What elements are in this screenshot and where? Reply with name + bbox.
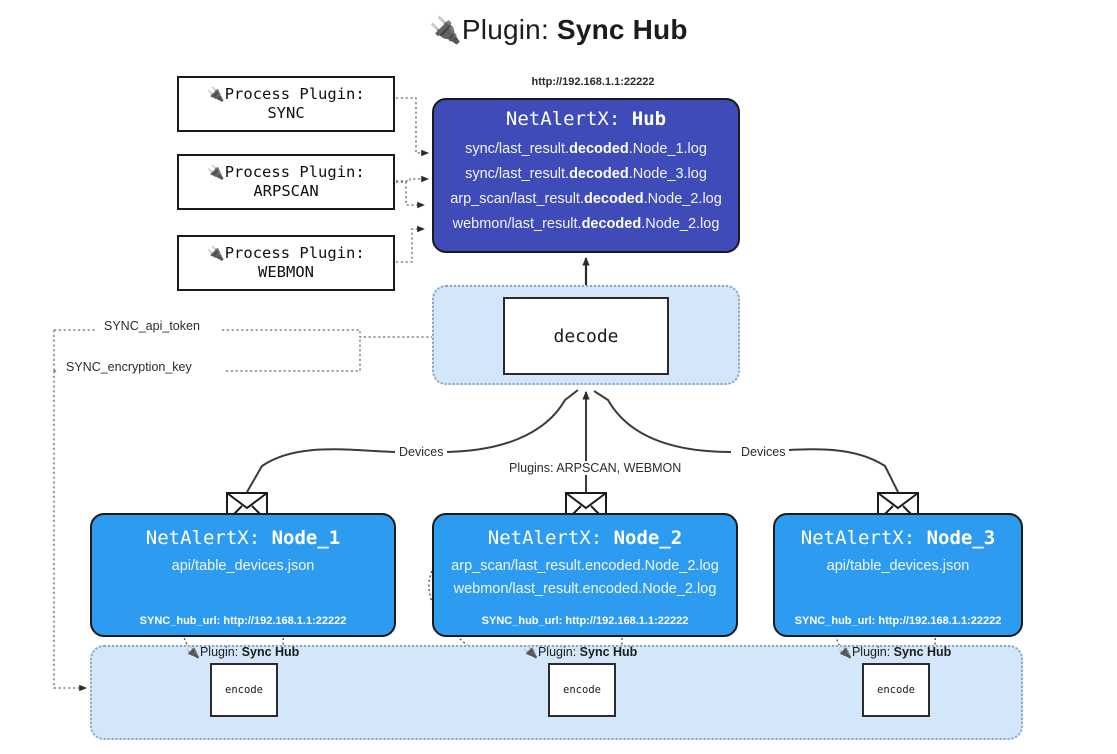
node-hub-url-label: SYNC_hub_url: [139, 615, 221, 627]
edge-label-api-token: SYNC_api_token [100, 319, 204, 333]
page-title-label: Plugin: [461, 14, 549, 45]
process-plugin-name: ARPSCAN [253, 182, 319, 201]
node-box-node-1[interactable]: NetAlertX: Node_1 api/table_devices.json… [90, 513, 396, 637]
process-plugin-header: 🔌Process Plugin: [207, 244, 364, 263]
hub-log-line: webmon/last_result.decoded.Node_2.log [453, 212, 720, 237]
node-title-name: Node_2 [613, 527, 683, 549]
node-hub-url-value: http://192.168.1.1:22222 [565, 615, 689, 627]
process-plugin-box-sync[interactable]: 🔌Process Plugin: SYNC [177, 76, 395, 132]
hub-log-mid: decoded [569, 165, 629, 182]
hub-log-line: arp_scan/last_result.decoded.Node_2.log [450, 187, 722, 212]
process-plugin-header: 🔌Process Plugin: [207, 85, 364, 104]
page-title-value: Sync Hub [556, 14, 688, 45]
edge-label-devices-right: Devices [737, 445, 790, 459]
plug-icon: 🔌 [429, 15, 462, 45]
page-title: 🔌Plugin: Sync Hub [0, 14, 1117, 46]
hub-log-mid: decoded [581, 215, 642, 232]
hub-log-post: .Node_2.log [643, 190, 722, 207]
edge-label-plugins: Plugins: ARPSCAN, WEBMON [505, 461, 686, 475]
hub-log-post: .Node_3.log [628, 165, 707, 182]
node-box-node-2[interactable]: NetAlertX: Node_2 arp_scan/last_result.e… [432, 513, 738, 637]
process-plugin-name: SYNC [267, 104, 305, 123]
hub-log-post: .Node_1.log [628, 141, 707, 157]
node-resource-line: api/table_devices.json [171, 558, 315, 574]
hub-title-name: Hub [631, 108, 667, 130]
encoder-plugin-label: 🔌Plugin: Sync Hub [523, 645, 637, 659]
plug-icon: 🔌 [185, 645, 200, 659]
encode-box[interactable]: encode [548, 663, 616, 717]
process-plugin-box-arpscan[interactable]: 🔌Process Plugin: ARPSCAN [177, 154, 395, 210]
node-box-node-3[interactable]: NetAlertX: Node_3 api/table_devices.json… [773, 513, 1023, 637]
node-title-prefix: NetAlertX: [487, 527, 603, 549]
node-hub-url: SYNC_hub_url: http://192.168.1.1:22222 [92, 615, 394, 627]
node-title-prefix: NetAlertX: [145, 527, 261, 549]
process-plugin-label: Process Plugin: [224, 85, 365, 103]
node-resource-line: arp_scan/last_result.encoded.Node_2.log [451, 558, 719, 574]
process-plugin-box-webmon[interactable]: 🔌Process Plugin: WEBMON [177, 235, 395, 291]
hub-log-pre: arp_scan/last_result. [450, 190, 584, 207]
plug-icon: 🔌 [207, 165, 225, 181]
node-hub-url-value: http://192.168.1.1:22222 [223, 615, 347, 627]
hub-log-pre: sync/last_result. [465, 165, 570, 182]
node-hub-url-value: http://192.168.1.1:22222 [878, 615, 1002, 627]
edge-label-encryption-key: SYNC_encryption_key [62, 360, 196, 374]
hub-log-mid: decoded [583, 190, 644, 207]
process-plugin-header: 🔌Process Plugin: [207, 163, 364, 182]
hub-log-pre: sync/last_result. [465, 141, 570, 157]
process-plugin-label: Process Plugin: [224, 244, 365, 262]
hub-log-mid: decoded [569, 141, 629, 157]
process-plugin-label: Process Plugin: [224, 163, 365, 181]
hub-title-prefix: NetAlertX: [505, 108, 621, 130]
node-resource-line: webmon/last_result.encoded.Node_2.log [453, 581, 717, 598]
encoder-plugin-label-text: Plugin: [851, 645, 891, 659]
hub-log-line: sync/last_result.decoded.Node_3.log [465, 162, 707, 187]
decode-box[interactable]: decode [503, 297, 669, 375]
plug-icon: 🔌 [523, 645, 538, 659]
node-title: NetAlertX: Node_2 [488, 527, 682, 549]
process-plugin-name: WEBMON [258, 263, 314, 282]
node-title-prefix: NetAlertX: [800, 527, 916, 549]
encoder-plugin-label: 🔌Plugin: Sync Hub [185, 645, 299, 659]
node-hub-url-label: SYNC_hub_url: [481, 615, 563, 627]
encode-box[interactable]: encode [210, 663, 278, 717]
encoder-plugin-value: Sync Hub [241, 645, 300, 659]
node-title: NetAlertX: Node_1 [146, 527, 340, 549]
hub-url-label: http://192.168.1.1:22222 [531, 76, 655, 88]
node-title-name: Node_1 [271, 527, 341, 549]
hub-title: NetAlertX: Hub [506, 108, 666, 130]
hub-box[interactable]: NetAlertX: Hub sync/last_result.decoded.… [432, 98, 740, 253]
plug-icon: 🔌 [207, 246, 225, 262]
encoder-plugin-label-text: Plugin: [199, 645, 239, 659]
plug-icon: 🔌 [837, 645, 852, 659]
encoder-plugin-value: Sync Hub [579, 645, 638, 659]
node-resource-line: api/table_devices.json [826, 558, 970, 574]
hub-log-pre: webmon/last_result. [452, 215, 582, 232]
node-hub-url-label: SYNC_hub_url: [794, 615, 876, 627]
node-title-name: Node_3 [926, 527, 996, 549]
node-hub-url: SYNC_hub_url: http://192.168.1.1:22222 [775, 615, 1021, 627]
edge-label-devices-left: Devices [395, 445, 448, 459]
hub-log-post: .Node_2.log [641, 215, 720, 232]
node-title: NetAlertX: Node_3 [801, 527, 995, 549]
hub-log-line: sync/last_result.decoded.Node_1.log [465, 137, 707, 162]
encoder-plugin-label-text: Plugin: [537, 645, 577, 659]
encoder-plugin-label: 🔌Plugin: Sync Hub [837, 645, 951, 659]
encoder-plugin-value: Sync Hub [893, 645, 952, 659]
encode-box[interactable]: encode [862, 663, 930, 717]
plug-icon: 🔌 [207, 87, 225, 103]
node-hub-url: SYNC_hub_url: http://192.168.1.1:22222 [434, 615, 736, 627]
